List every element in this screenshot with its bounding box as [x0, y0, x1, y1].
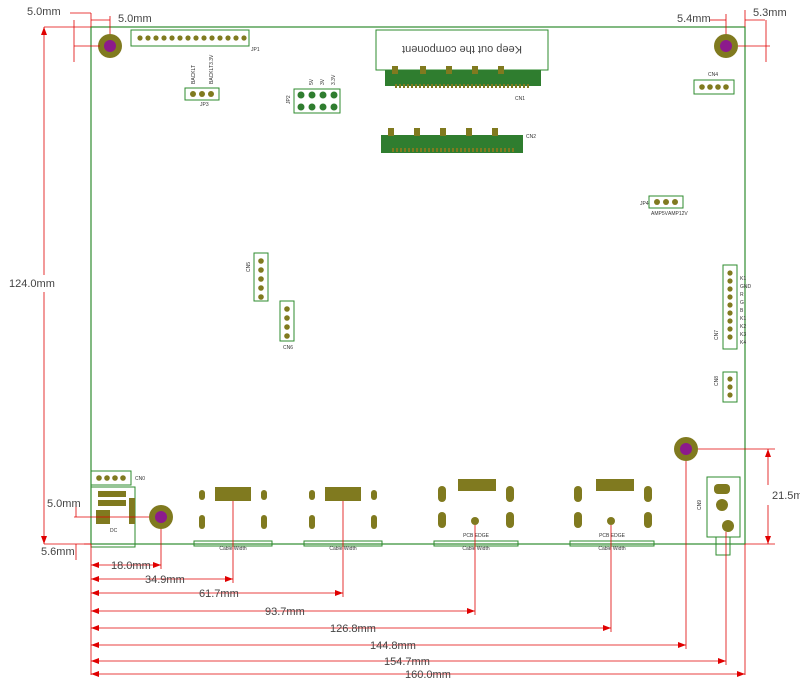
dim-h-6: 144.8mm: [370, 640, 416, 652]
dim-h-8: 160.0mm: [405, 669, 451, 681]
jp2-pin-label-3: 3.3V: [331, 74, 337, 85]
dim-h-5: 126.8mm: [330, 623, 376, 635]
right-pin-label-6: K1: [740, 316, 746, 322]
jp2-header: JP2 5V 3V 3.3V: [286, 74, 341, 114]
board-outline: [90, 26, 746, 545]
jp4-header: JP4 AMP5V AMP12V: [640, 195, 688, 217]
dim-h-1: 18.0mm: [111, 560, 151, 572]
right-pin-label-1: K1: [740, 276, 746, 282]
jp4-label: JP4: [640, 201, 649, 207]
dimension-lines: [43, 10, 775, 675]
cn4-header: CN4: [693, 72, 735, 95]
right-pin-label-5: B: [740, 308, 744, 314]
keep-out-label: Keep out the component: [402, 43, 522, 55]
dim-h-3: 61.7mm: [199, 588, 239, 600]
jp3-header: JP3 BACKLT BACKLT3.3V: [184, 54, 220, 108]
power-jack-label: CN9: [697, 500, 703, 510]
dim-bottom-right-hole-y: 21.5mm: [772, 490, 800, 502]
cn1-label: CN1: [515, 96, 525, 102]
mount-hole-top-right: [714, 34, 738, 58]
dim-top-right-hole-x: 5.4mm: [677, 13, 711, 25]
power-jack: CN9: [697, 476, 741, 556]
bottom-jack-4: PCB EDGE Cable Width: [569, 479, 655, 552]
dim-h-4: 93.7mm: [265, 606, 305, 618]
dim-h-7: 154.7mm: [384, 656, 430, 668]
dimension-arrows: [41, 27, 771, 677]
dim-bottom-left-offset: 5.6mm: [41, 546, 75, 558]
cn5-label: CN5: [246, 262, 252, 272]
right-pin-label-8: K3: [740, 332, 746, 338]
cn8-header: CN8: [714, 371, 738, 403]
right-pin-label-9: K4: [740, 340, 746, 346]
cn2-label: CN2: [526, 134, 536, 140]
right-pin-label-4: G: [740, 300, 744, 306]
cn7-label: CN7: [714, 330, 720, 340]
cn6-header: CN6: [279, 300, 295, 351]
top-left-header: JP1: [130, 29, 260, 53]
dc-label: DC: [110, 528, 118, 534]
jack-3-sub: Cable Width: [462, 546, 489, 552]
cn0-label: CN0: [135, 476, 145, 482]
jp2-pin-label-1: 5V: [309, 78, 315, 85]
dim-top-right-offset: 5.3mm: [753, 7, 787, 19]
cn5-header: CN5: [246, 252, 269, 302]
bottom-connector-cn2: CN2: [381, 128, 536, 153]
jp2-label: JP2: [286, 95, 292, 104]
dim-top-left-hole-x: 5.0mm: [118, 13, 152, 25]
cn4-label: CN4: [708, 72, 718, 78]
bottom-jack-3: PCB EDGE Cable Width: [433, 479, 519, 552]
top-connector-cn1: Keep out the component CN1: [375, 29, 549, 102]
jp4-pin-label-2: AMP12V: [668, 211, 688, 217]
right-pin-label-7: K2: [740, 324, 746, 330]
jp3-label: JP3: [200, 102, 209, 108]
dim-board-height: 124.0mm: [9, 278, 55, 290]
cn6-label: CN6: [283, 345, 293, 351]
dim-top-left-offset: 5.0mm: [27, 6, 61, 18]
cn8-label: CN8: [714, 376, 720, 386]
dim-bottom-left-hole-y: 5.0mm: [47, 498, 81, 510]
bottom-left-header: CN0: [90, 470, 145, 486]
mount-hole-top-left: [98, 34, 122, 58]
dim-h-2: 34.9mm: [145, 574, 185, 586]
jp4-pin-label-1: AMP5V: [651, 211, 669, 217]
right-pin-label-2: GND: [740, 284, 752, 290]
jp2-pin-label-2: 3V: [320, 78, 326, 85]
right-pin-label-3: R: [740, 292, 744, 298]
jp3-pin-label-1: BACKLT: [191, 65, 197, 84]
jack-4-sub: Cable Width: [598, 546, 625, 552]
mount-hole-bottom-left: [149, 505, 173, 529]
jp3-pin-label-2: BACKLT3.3V: [209, 54, 215, 84]
jp1-label: JP1: [251, 47, 260, 53]
mount-hole-bottom-right: [674, 437, 698, 461]
right-vertical-header: K1 GND R G B K1 K2 K3 K4 CN7: [714, 264, 752, 350]
jack-3-label: PCB EDGE: [463, 533, 490, 539]
jack-4-label: PCB EDGE: [599, 533, 626, 539]
